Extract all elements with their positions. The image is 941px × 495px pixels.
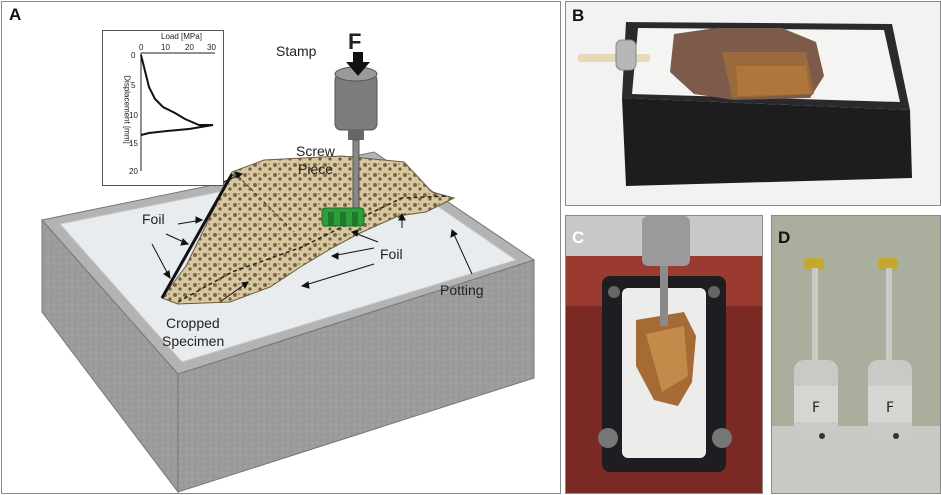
test-setup-photo [566,216,762,472]
panel-b-letter: B [572,6,585,25]
potting-label: Potting [440,282,484,298]
stamp-label: Stamp [276,43,317,59]
screw-piece-label-line2: Piece [298,161,334,177]
stamp-rod [352,139,360,217]
cropped-specimen-label-line2: Specimen [162,333,225,349]
panel-a: A [1,1,561,494]
screw-pieces-photo: F F [772,216,940,493]
panel-c: C [565,215,763,494]
graph-y-tick-4: 20 [129,167,138,176]
load-displacement-graph: Load [MPa] 0 10 20 30 0 5 10 15 20 Displ… [102,30,224,186]
load-curve [140,54,214,136]
graph-x-tick-0: 0 [139,43,144,52]
graph-y-tick-3: 15 [129,139,138,148]
cut-line [177,195,449,303]
graph-x-axis-label: Load [MPa] [161,32,202,41]
force-label: F [348,29,362,54]
graph-x-tick-1: 10 [161,43,170,52]
graph-y-tick-2: 10 [129,111,138,120]
foil-label-left: Foil [142,211,165,227]
panel-d: D F F [771,215,941,494]
force-arrow [346,62,370,76]
potted-specimen-illustration [41,52,536,493]
graph-y-axis-label: Displacement [mm] [122,75,132,144]
panel-d-letter: D [778,228,791,247]
cropped-specimen-label-line1: Cropped [166,315,220,331]
stamp-body [334,73,378,131]
foil-edge [160,173,234,299]
screw-piece-label-line1: Screw [296,143,335,159]
panel-b: B [565,1,941,206]
graph-plot [140,52,215,171]
svg-text:F: F [886,400,894,416]
svg-text:F: F [812,400,820,416]
annotation-arrows [151,171,473,303]
foil-label-right: Foil [380,246,403,262]
graph-y-tick-1: 5 [131,81,136,90]
panel-a-letter: A [9,5,22,24]
potting-box-photo [578,22,912,186]
graph-y-tick-0: 0 [131,51,136,60]
panel-c-letter: C [572,228,585,247]
graph-x-tick-2: 20 [185,43,194,52]
graph-x-tick-3: 30 [207,43,216,52]
